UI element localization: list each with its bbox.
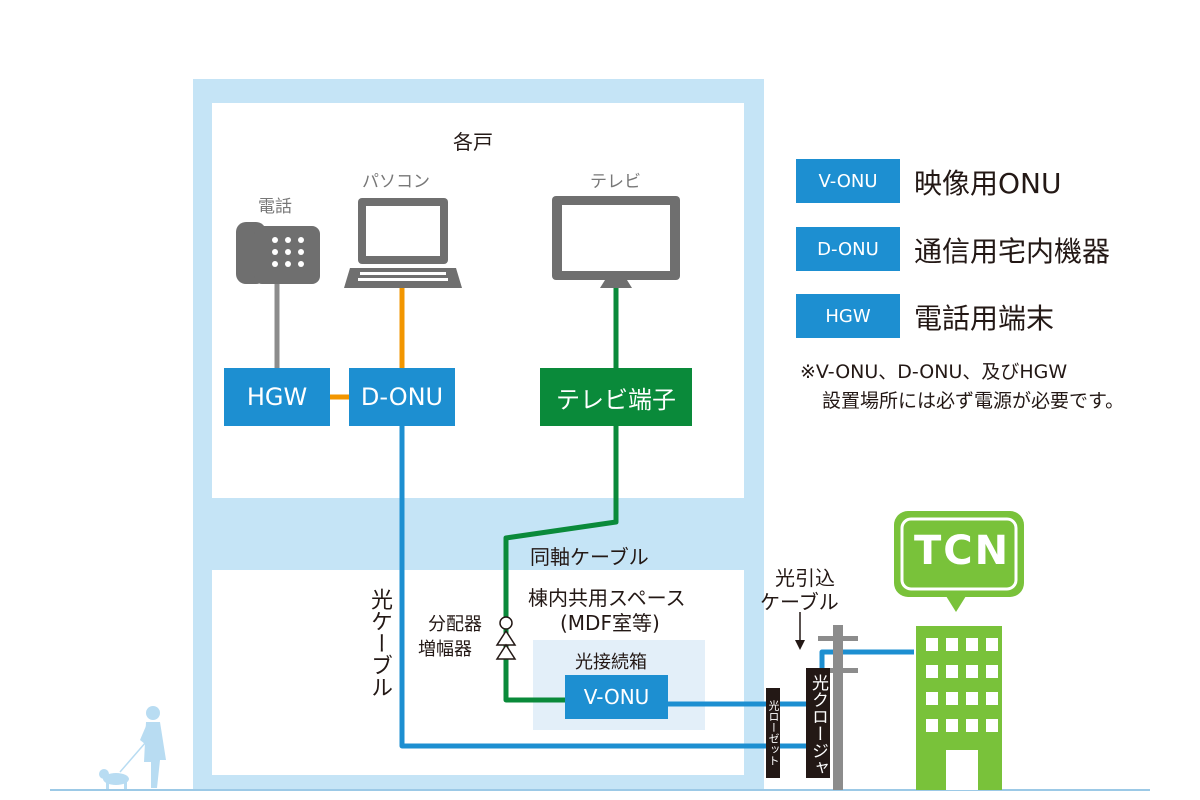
legend-badge-d-onu: D-ONU — [796, 227, 900, 271]
phone-label: 電話 — [258, 197, 292, 217]
mdf-label: (MDF室等) — [560, 611, 660, 635]
common-space-label: 棟内共用スペース — [528, 586, 686, 610]
phone-icon — [236, 222, 320, 284]
fiber-cable-d-onu — [399, 424, 766, 749]
coax-label: 同軸ケーブル — [530, 545, 649, 569]
fiber-cable-label: 光ケーブル — [367, 588, 392, 698]
legend-desc-hgw: 電話用端末 — [914, 302, 1055, 335]
splitter-label: 分配器 — [428, 614, 482, 635]
laptop-icon — [344, 198, 462, 288]
tcn-building-icon — [916, 626, 1002, 790]
pc-label: パソコン — [362, 172, 430, 192]
drop-cable-label-1: 光引込 — [775, 566, 835, 590]
legend-note-1: ※V-ONU、D-ONU、及びHGW — [800, 361, 1068, 383]
v-onu-box: V-ONU — [565, 675, 668, 719]
drop-cable — [819, 649, 914, 668]
legend-badge-hgw: HGW — [796, 294, 900, 338]
legend-note-2: 設置場所には必ず電源が必要です。 — [822, 390, 1125, 412]
legend-badge-v-onu: V-ONU — [796, 159, 900, 203]
amplifier-label: 増幅器 — [418, 639, 472, 660]
legend-desc-d-onu: 通信用宅内機器 — [914, 235, 1111, 268]
legend-desc-v-onu: 映像用ONU — [914, 167, 1062, 200]
drop-cable-label-2: ケーブル — [760, 590, 839, 614]
tcn-logo-bubble — [894, 511, 1024, 612]
unit-title: 各戸 — [453, 130, 493, 154]
unit-room — [212, 103, 744, 498]
utility-pole-icon — [818, 625, 858, 790]
tv-terminal-box: テレビ端子 — [540, 368, 692, 426]
ground-line — [50, 789, 1150, 791]
tv-label: テレビ — [590, 172, 641, 192]
coax-cable — [503, 288, 619, 703]
junction-box-label: 光接続箱 — [575, 652, 647, 673]
splitter-icon — [495, 616, 517, 660]
tv-icon — [552, 196, 680, 288]
d-onu-box: D-ONU — [349, 368, 455, 426]
hgw-box: HGW — [224, 368, 330, 426]
rosette-box: 光ローゼット — [766, 688, 780, 778]
pedestrian-icon — [140, 706, 166, 788]
dog-icon — [99, 769, 129, 789]
tcn-logo-text: TCN — [914, 528, 1011, 574]
closure-box: 光クロージャ — [806, 668, 830, 778]
